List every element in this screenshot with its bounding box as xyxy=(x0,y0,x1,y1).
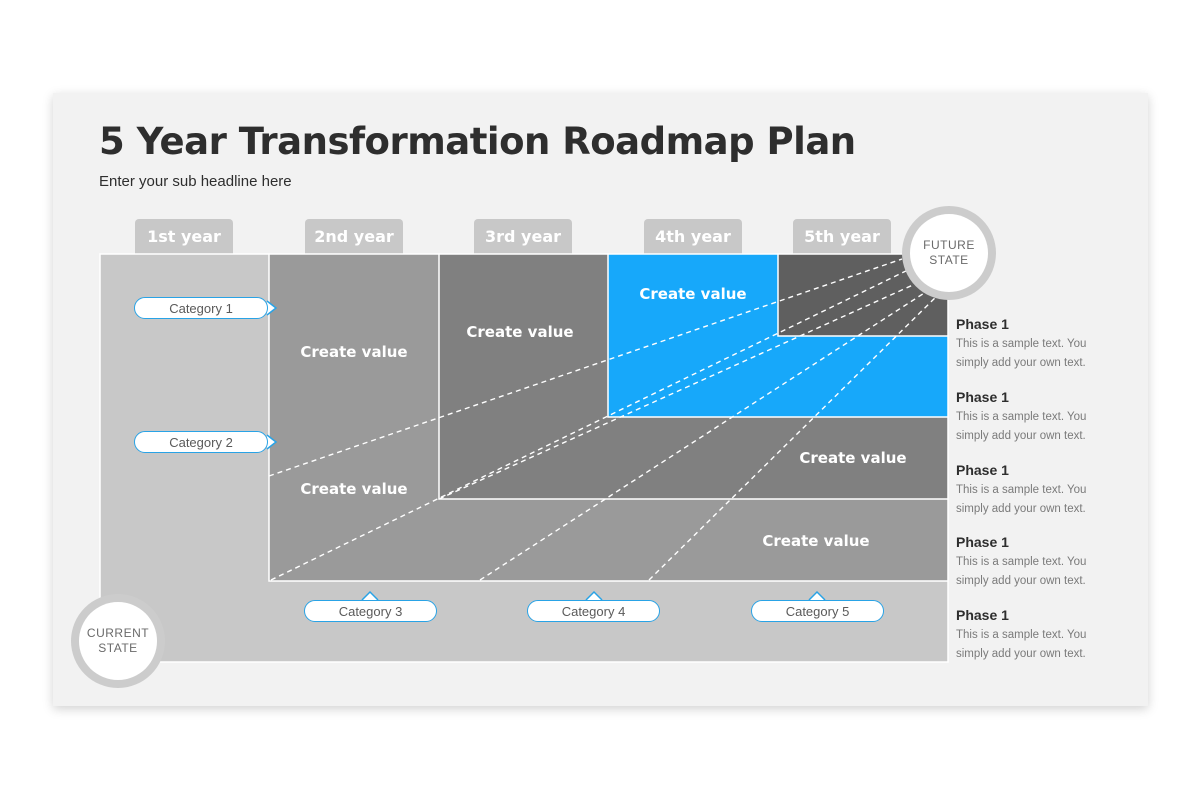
value-label-year-3: Create value xyxy=(466,323,573,341)
page-subtitle: Enter your sub headline here xyxy=(99,173,292,190)
phase-item-4: Phase 1 This is a sample text. You simpl… xyxy=(956,534,1106,591)
year-tab-4: 4th year xyxy=(644,219,742,254)
year-tab-1: 1st year xyxy=(135,219,233,254)
year-tab-5: 5th year xyxy=(793,219,891,254)
value-label-year-2-top: Create value xyxy=(300,343,407,361)
future-state-circle: FUTURE STATE xyxy=(902,206,996,300)
category-1-tag: Category 1 xyxy=(134,297,268,319)
value-label-year-4: Create value xyxy=(639,285,746,303)
future-state-line-2: STATE xyxy=(929,253,969,267)
phase-text: This is a sample text. You simply add yo… xyxy=(956,338,1087,369)
year-tab-3: 3rd year xyxy=(474,219,572,254)
phase-title: Phase 1 xyxy=(956,462,1009,478)
value-label-year-2-bottom: Create value xyxy=(300,480,407,498)
page-title: 5 Year Transformation Roadmap Plan xyxy=(99,120,856,163)
phase-text: This is a sample text. You simply add yo… xyxy=(956,411,1087,442)
year-tab-2: 2nd year xyxy=(305,219,403,254)
category-2-tag: Category 2 xyxy=(134,431,268,453)
phase-item-2: Phase 1 This is a sample text. You simpl… xyxy=(956,389,1106,446)
phase-text: This is a sample text. You simply add yo… xyxy=(956,556,1087,587)
phase-title: Phase 1 xyxy=(956,316,1009,332)
phase-item-5: Phase 1 This is a sample text. You simpl… xyxy=(956,607,1106,664)
category-4-tag: Category 4 xyxy=(527,600,660,622)
dashed-perspective-lines xyxy=(268,258,941,581)
current-state-circle: CURRENT STATE xyxy=(71,594,165,688)
block-outlines xyxy=(99,253,949,663)
phase-item-1: Phase 1 This is a sample text. You simpl… xyxy=(956,316,1106,373)
category-3-tag: Category 3 xyxy=(304,600,437,622)
phase-title: Phase 1 xyxy=(956,534,1009,550)
phase-item-3: Phase 1 This is a sample text. You simpl… xyxy=(956,462,1106,519)
phase-title: Phase 1 xyxy=(956,389,1009,405)
category-pointers xyxy=(266,300,826,601)
phase-text: This is a sample text. You simply add yo… xyxy=(956,484,1087,515)
value-label-row-3: Create value xyxy=(799,449,906,467)
value-label-row-2: Create value xyxy=(762,532,869,550)
current-state-line-1: CURRENT xyxy=(86,626,150,640)
phase-title: Phase 1 xyxy=(956,607,1009,623)
phase-text: This is a sample text. You simply add yo… xyxy=(956,629,1087,660)
category-5-tag: Category 5 xyxy=(751,600,884,622)
future-state-line-1: FUTURE xyxy=(923,238,975,252)
current-state-line-2: STATE xyxy=(98,641,138,655)
